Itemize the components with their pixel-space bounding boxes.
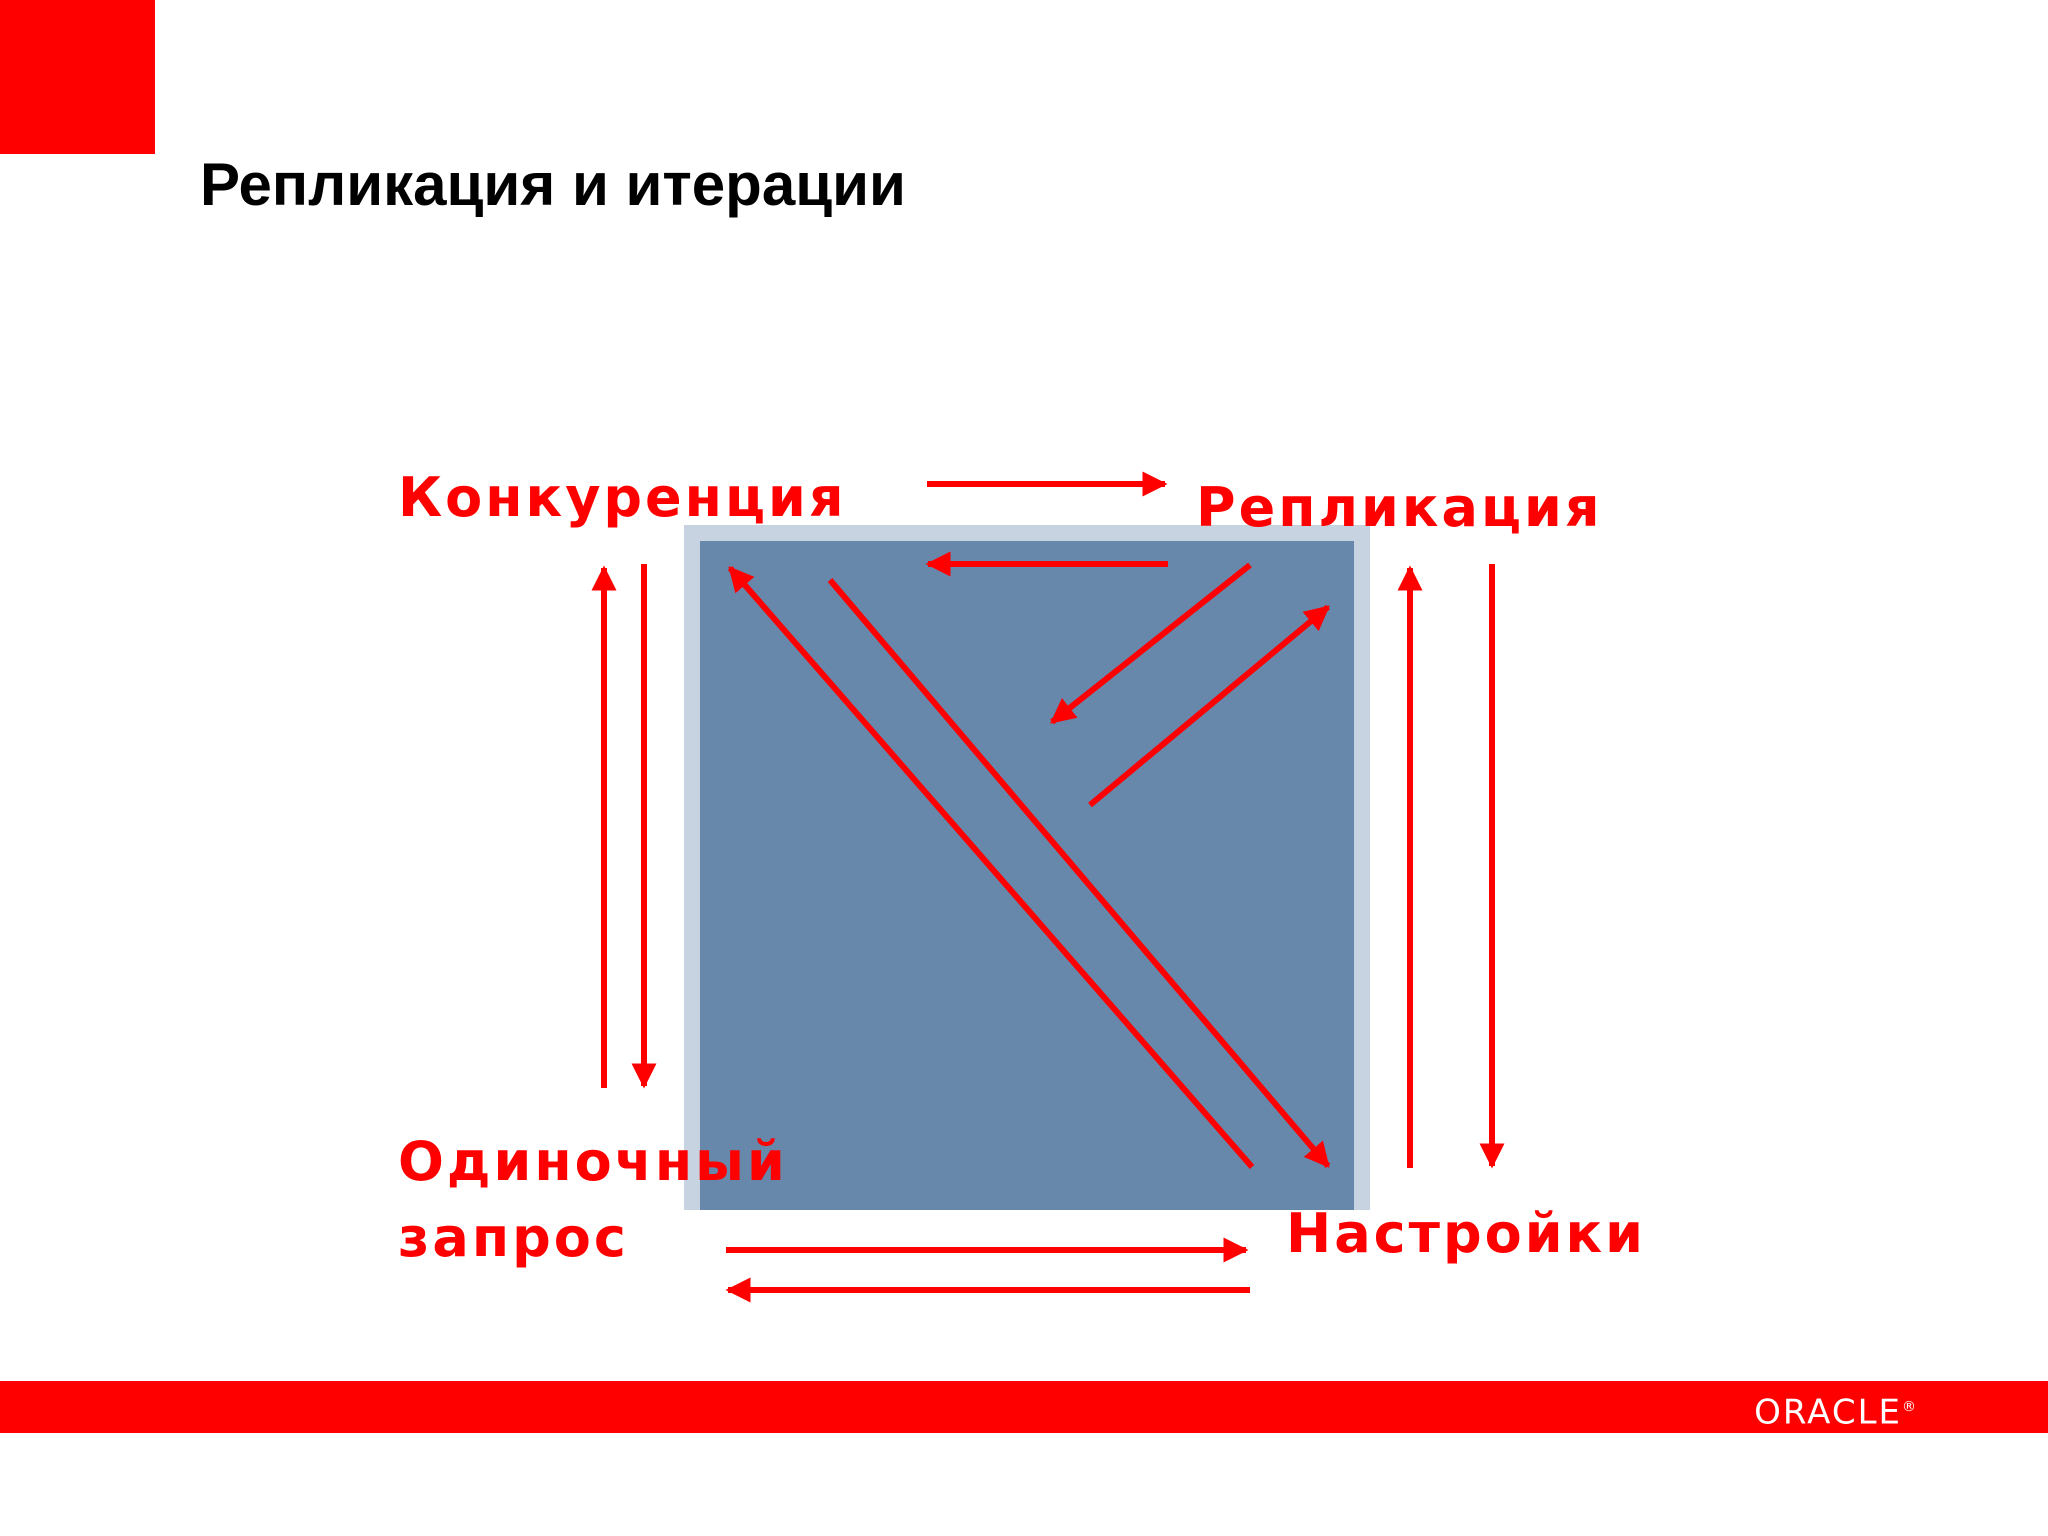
oracle-logo-text: ORACLE — [1754, 1392, 1902, 1433]
footer-bar — [0, 1381, 2048, 1433]
arrow-replication-inward — [1050, 562, 1252, 725]
slide-title: Репликация и итерации — [200, 151, 906, 218]
node-competition-label: Конкуренция — [398, 466, 847, 529]
node-single-request-label-line1: Одиночный — [398, 1130, 788, 1193]
node-settings-label: Настройки — [1286, 1202, 1646, 1265]
arrow-inward-to-replication — [1088, 604, 1330, 808]
node-replication-label: Репликация — [1196, 476, 1603, 539]
arrow-settings-to-competition — [727, 566, 1255, 1169]
node-single-request-label-line2: запрос — [398, 1206, 629, 1269]
arrow-competition-to-settings — [827, 578, 1331, 1168]
oracle-logo-mark: ® — [1902, 1399, 1918, 1415]
corner-accent-square — [0, 0, 155, 154]
oracle-logo: ORACLE® — [1754, 1381, 1918, 1433]
diagram-box — [700, 541, 1354, 1210]
